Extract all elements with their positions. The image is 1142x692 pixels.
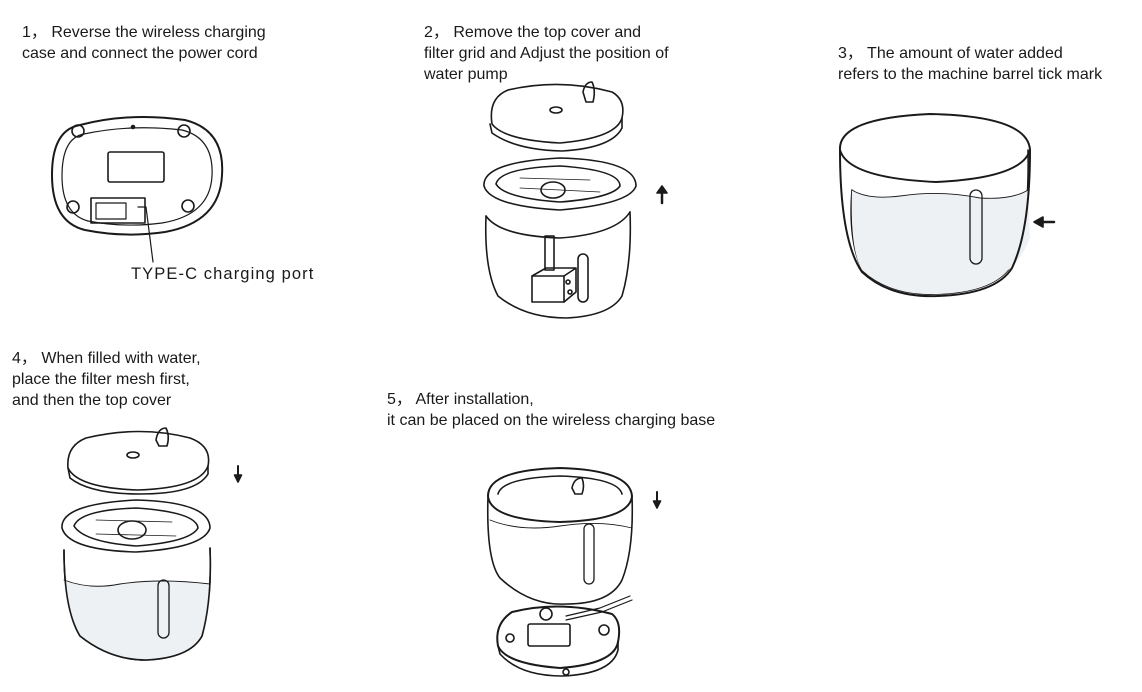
step-4-line-2: place the filter mesh first, — [12, 371, 190, 388]
step-4-line-3: and then the top cover — [12, 392, 172, 409]
step-4-line-1: 4， When filled with water, — [12, 350, 201, 367]
step-5-line-1: 5， After installation, — [387, 391, 534, 408]
charging-case-illustration — [52, 117, 222, 262]
fountain-on-base-illustration — [488, 468, 661, 676]
step-5-line-2: it can be placed on the wireless chargin… — [387, 412, 716, 429]
step-3-text: 3， The amount of water added refers to t… — [838, 43, 1102, 85]
fountain-assembly-illustration — [62, 428, 242, 660]
step-5-text: 5， After installation, it can be placed … — [387, 389, 715, 431]
step-2-line-2: filter grid and Adjust the position of — [424, 45, 669, 62]
step-3-line-1: 3， The amount of water added — [838, 45, 1063, 62]
step-4-text: 4， When filled with water, place the fil… — [12, 348, 201, 411]
barrel-water-level-illustration — [840, 114, 1054, 296]
step-1-text: 1， Reverse the wireless charging case an… — [22, 22, 266, 64]
type-c-port-label: TYPE-C charging port — [131, 265, 315, 283]
step-2-line-3: water pump — [424, 66, 508, 83]
step-2-text: 2， Remove the top cover and filter grid … — [424, 22, 669, 85]
step-2-line-1: 2， Remove the top cover and — [424, 24, 642, 41]
step-3-line-2: refers to the machine barrel tick mark — [838, 66, 1103, 83]
step-1-line-2: case and connect the power cord — [22, 45, 258, 62]
step-1-line-1: 1， Reverse the wireless charging — [22, 24, 266, 41]
fountain-disassembly-illustration — [484, 82, 667, 318]
